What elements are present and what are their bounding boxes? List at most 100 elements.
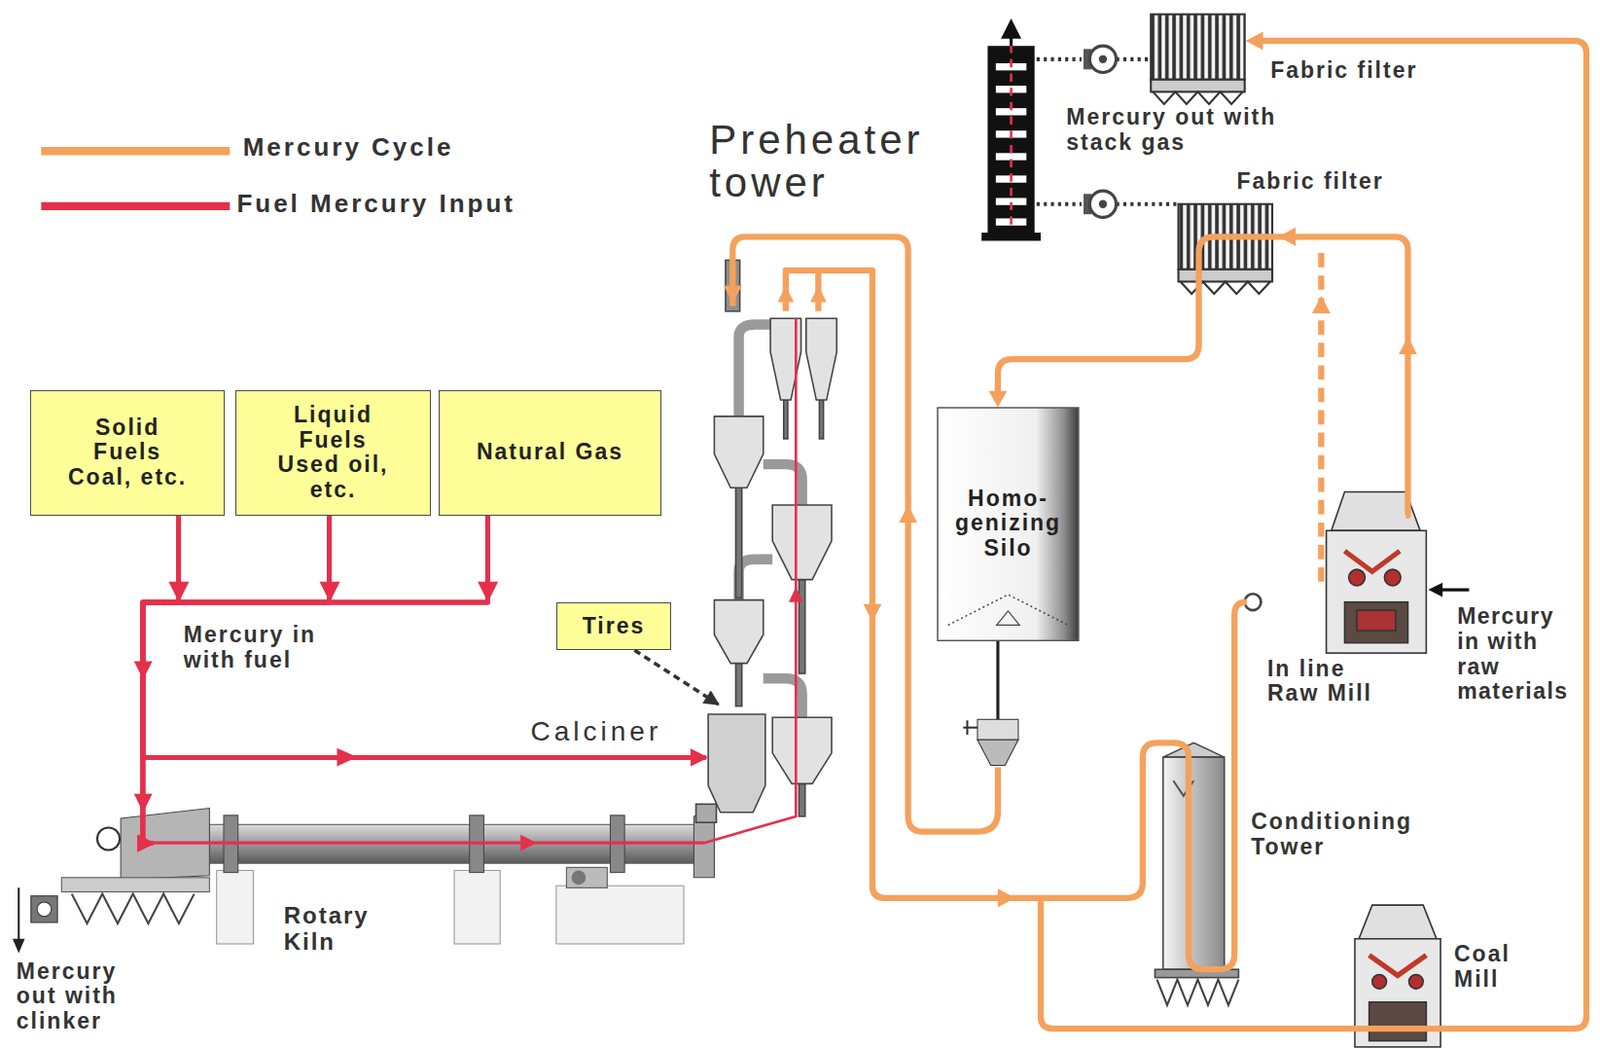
silo-feeder [962,726,978,729]
label-anchor: Mercury out with stack gas [1066,105,1300,156]
preheater-tower [735,663,742,707]
label-anchor: Coal Mill [1454,941,1528,993]
clinker-cooler [36,901,52,917]
equipment-label: Preheater tower [709,118,943,205]
mercury-cycle-line [732,40,1587,1029]
equipment-label: Conditioning Tower [1250,809,1426,860]
raw-material-arrow [1427,582,1443,598]
silo-feeder [965,719,968,735]
equipment-label: Fabric filter [1270,58,1418,84]
coal-mill [1372,973,1387,989]
fan [1036,202,1082,207]
preheater-tower [772,504,832,580]
equipment-label: Mercury out with clinker [16,959,139,1033]
preheater-tower [798,579,805,674]
mercury-cycle-arrow [1278,227,1296,247]
fuel-mercury-line [153,841,705,845]
calciner-vessel [696,713,766,822]
mercury-cycle-arrow [988,391,1007,408]
mercury-cycle-arrow [1312,295,1331,314]
calciner: Calciner [706,704,768,817]
equipment-label: Mercury in with fuel [183,622,330,674]
raw-mill [1344,602,1408,643]
equipment-label: Fabric filter [1237,169,1385,195]
mercury-cycle-arrow [810,285,827,303]
preheater-tower [713,416,763,488]
raw-mill [1384,568,1401,586]
legend-text: Fuel Mercury Input [236,189,516,218]
rotary-kiln [216,869,254,944]
mercury-cycle-line [785,270,1247,969]
rotary-kiln [571,869,587,885]
preheater-tower [739,559,774,601]
fuel-box: Natural Gas [438,390,662,516]
fabric-filter [1152,91,1243,105]
clinker-cooler [97,826,120,850]
mercury-cycle-arrow [898,504,918,523]
mercury-cycle-arrow [1398,336,1418,355]
label-anchor: Preheater tower [709,118,943,205]
legend-entry: Mercury Cycle [243,133,455,162]
mercury-cycle-arrow [863,604,883,622]
box-text: Tires [582,613,646,640]
raw-mill [1356,609,1396,631]
rotary-kiln [556,885,684,944]
mercury-cycle-arrow [723,285,743,304]
fuel-box: Tires [556,602,673,650]
equipment-label: Mercury in with raw materials [1457,604,1579,705]
label-anchor: Mercury in with fuel [183,622,330,674]
stack [1000,18,1022,39]
raw-material-arrow [1438,588,1469,592]
fabric-filter [1178,269,1273,283]
connector-group [142,515,719,844]
fan [1099,200,1107,209]
stack [981,232,1041,241]
raw-mill [1244,491,1427,653]
equipment-label: In line Raw Mill [1267,656,1380,708]
raw-material-arrow [1427,582,1469,598]
equipment-label: Mercury out with stack gas [1066,105,1300,156]
mercury-cycle-arrow [997,888,1016,907]
rotary-kiln: Rotary Kiln [152,811,705,875]
preheater-tower [806,318,837,400]
box-text: Liquid Fuels Used oil, etc. [271,402,396,503]
clinker-cooler [31,895,58,923]
preheater-tower [735,487,742,598]
silo-feeder [977,718,1019,740]
equipment-label: Rotary Kiln [284,902,377,956]
rotary-kiln [454,869,500,944]
label-anchor: Fabric filter [1270,58,1418,84]
silo-outline [937,407,1079,640]
label-anchor: In line Raw Mill [1267,656,1380,708]
equipment-label: Calciner [531,715,593,747]
silo-hopper [948,594,1068,625]
clinker-cooler [61,877,210,892]
clinker-cooler [12,808,210,954]
conditioning-tower [1163,756,1225,969]
fuel-connector [142,515,179,844]
legend-line [40,146,230,155]
fuel-connector [142,515,330,844]
preheater-tower [798,782,805,817]
fan [1089,190,1116,217]
homogenizing-silo: Homo- genizing Silo [936,406,1080,641]
rotary-kiln [566,866,607,888]
silo-feeder [977,739,1019,765]
raw-mill [1326,530,1427,653]
fan [1116,202,1179,207]
coal-mill [1358,904,1437,939]
label-anchor: Mercury out with clinker [16,959,139,1033]
fan [1099,55,1107,64]
preheater-tower [739,323,772,418]
label-anchor: Mercury in with raw materials [1457,604,1579,705]
stack [981,18,1041,242]
coal-mill [1369,1001,1427,1041]
fuel-mercury-line [134,318,804,851]
label-anchor: Conditioning Tower [1250,809,1426,860]
fuel-connector [142,515,707,758]
raw-mill [1344,550,1400,571]
fuel-connector [142,515,707,758]
fuel-box: Solid Fuels Coal, etc. [30,390,224,516]
